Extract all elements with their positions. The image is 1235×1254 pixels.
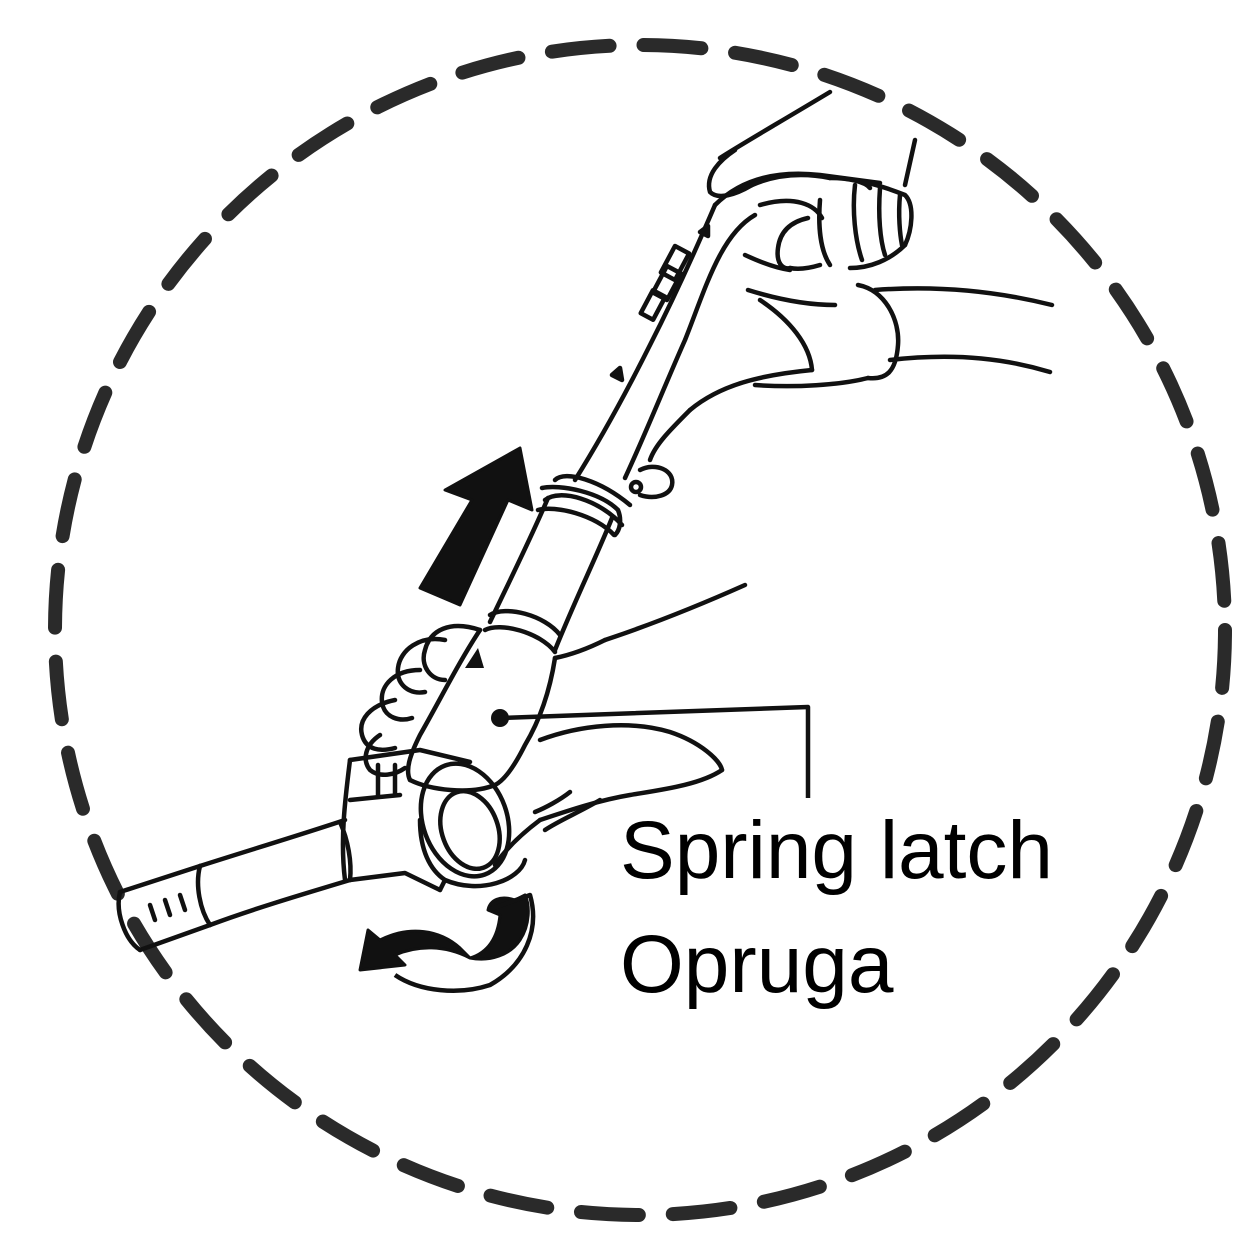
telescopic-tube [485,487,620,652]
callout-label-local: Opruga [620,919,894,1010]
callout-leader-line [500,707,808,798]
upper-hand [650,92,915,460]
push-up-arrow-icon [420,448,532,605]
callout-label-english: Spring latch [620,805,1053,896]
twist-rotate-arrow-icon [360,895,533,991]
hose-handle [545,174,880,525]
lower-tube [119,820,440,950]
